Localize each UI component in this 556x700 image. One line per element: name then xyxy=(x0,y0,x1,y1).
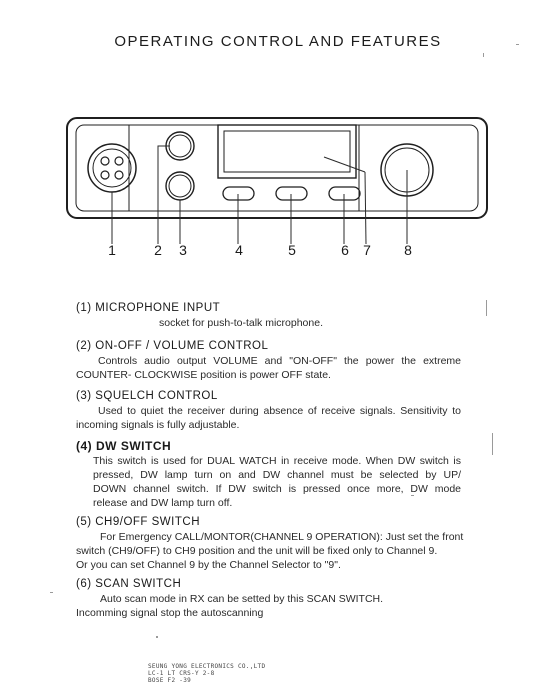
scan-speck xyxy=(310,458,312,459)
imprint-line: BOSE F2 -39 xyxy=(148,677,192,684)
display-window xyxy=(217,124,357,179)
callout-2: 2 xyxy=(154,242,162,258)
section-text: For Emergency CALL/MONTOR(CHANNEL 9 OPER… xyxy=(100,531,464,543)
scan-speck xyxy=(516,44,519,45)
callout-1: 1 xyxy=(108,242,116,258)
section-ch9-off-switch: (5) CH9/OFF SWITCH For Emergency CALL/MO… xyxy=(76,515,464,572)
scan-speck xyxy=(492,433,493,455)
section-text: Used to quiet the receiver during absenc… xyxy=(98,405,461,417)
callout-leader-lines xyxy=(111,145,408,245)
radio-front-panel-diagram xyxy=(66,117,488,245)
section-heading: (6) SCAN SWITCH xyxy=(76,578,182,590)
radio-chassis xyxy=(66,117,488,219)
publisher-imprint: SEUNG YONG ELECTRONICS CO.,LTD LC-1 LT C… xyxy=(148,663,265,684)
imprint-line: SEUNG YONG ELECTRONICS CO.,LTD xyxy=(148,663,266,670)
squelch-knob xyxy=(165,171,195,201)
scan-speck xyxy=(156,636,158,638)
section-text: COUNTER- CLOCKWISE position is power OFF… xyxy=(76,369,331,381)
callout-6: 6 xyxy=(341,242,349,258)
section-heading: (5) CH9/OFF SWITCH xyxy=(76,516,200,528)
section-text: This switch is used for DUAL WATCH in re… xyxy=(93,455,461,467)
imprint-line: LC-1 LT CRS-Y 2-8 xyxy=(148,670,215,677)
section-heading: (1) MICROPHONE INPUT xyxy=(76,302,221,314)
callout-5: 5 xyxy=(288,242,296,258)
page-title: OPERATING CONTROL AND FEATURES xyxy=(114,33,442,50)
callout-8: 8 xyxy=(404,242,412,258)
scan-speck xyxy=(486,300,487,316)
section-text: DOWN channel switch. If DW switch is pre… xyxy=(93,483,461,495)
section-dw-switch: (4) DW SWITCH This switch is used for DU… xyxy=(76,439,461,510)
section-squelch-control: (3) SQUELCH CONTROL Used to quiet the re… xyxy=(76,389,461,432)
section-text: incoming signals is fully adjustable. xyxy=(76,419,240,431)
section-microphone-input: (1) MICROPHONE INPUT socket for push-to-… xyxy=(76,301,461,330)
scan-speck xyxy=(411,495,414,496)
section-text: socket for push-to-talk microphone. xyxy=(159,317,323,329)
section-text: Auto scan mode in RX can be setted by th… xyxy=(100,593,384,605)
section-text: Controls audio output VOLUME and "ON-OFF… xyxy=(98,355,461,367)
section-heading: (4) DW SWITCH xyxy=(76,439,172,453)
section-text: Or you can set Channel 9 by the Channel … xyxy=(76,559,341,571)
section-text: pressed, DW lamp turn on and DW channel … xyxy=(93,469,461,481)
callout-3: 3 xyxy=(179,242,187,258)
section-heading: (3) SQUELCH CONTROL xyxy=(76,390,218,402)
section-on-off-volume: (2) ON-OFF / VOLUME CONTROL Controls aud… xyxy=(76,339,461,382)
section-text: release and DW lamp turn off. xyxy=(93,497,233,509)
section-text: Incomming signal stop the autoscanning xyxy=(76,607,264,619)
section-text: switch (CH9/OFF) to CH9 position and the… xyxy=(76,545,438,557)
callout-7: 7 xyxy=(363,242,371,258)
volume-knob xyxy=(165,131,195,161)
section-heading: (2) ON-OFF / VOLUME CONTROL xyxy=(76,340,269,352)
callout-4: 4 xyxy=(235,242,243,258)
scan-speck xyxy=(50,592,53,593)
section-scan-switch: (6) SCAN SWITCH Auto scan mode in RX can… xyxy=(76,577,461,620)
scan-speck xyxy=(483,53,484,57)
